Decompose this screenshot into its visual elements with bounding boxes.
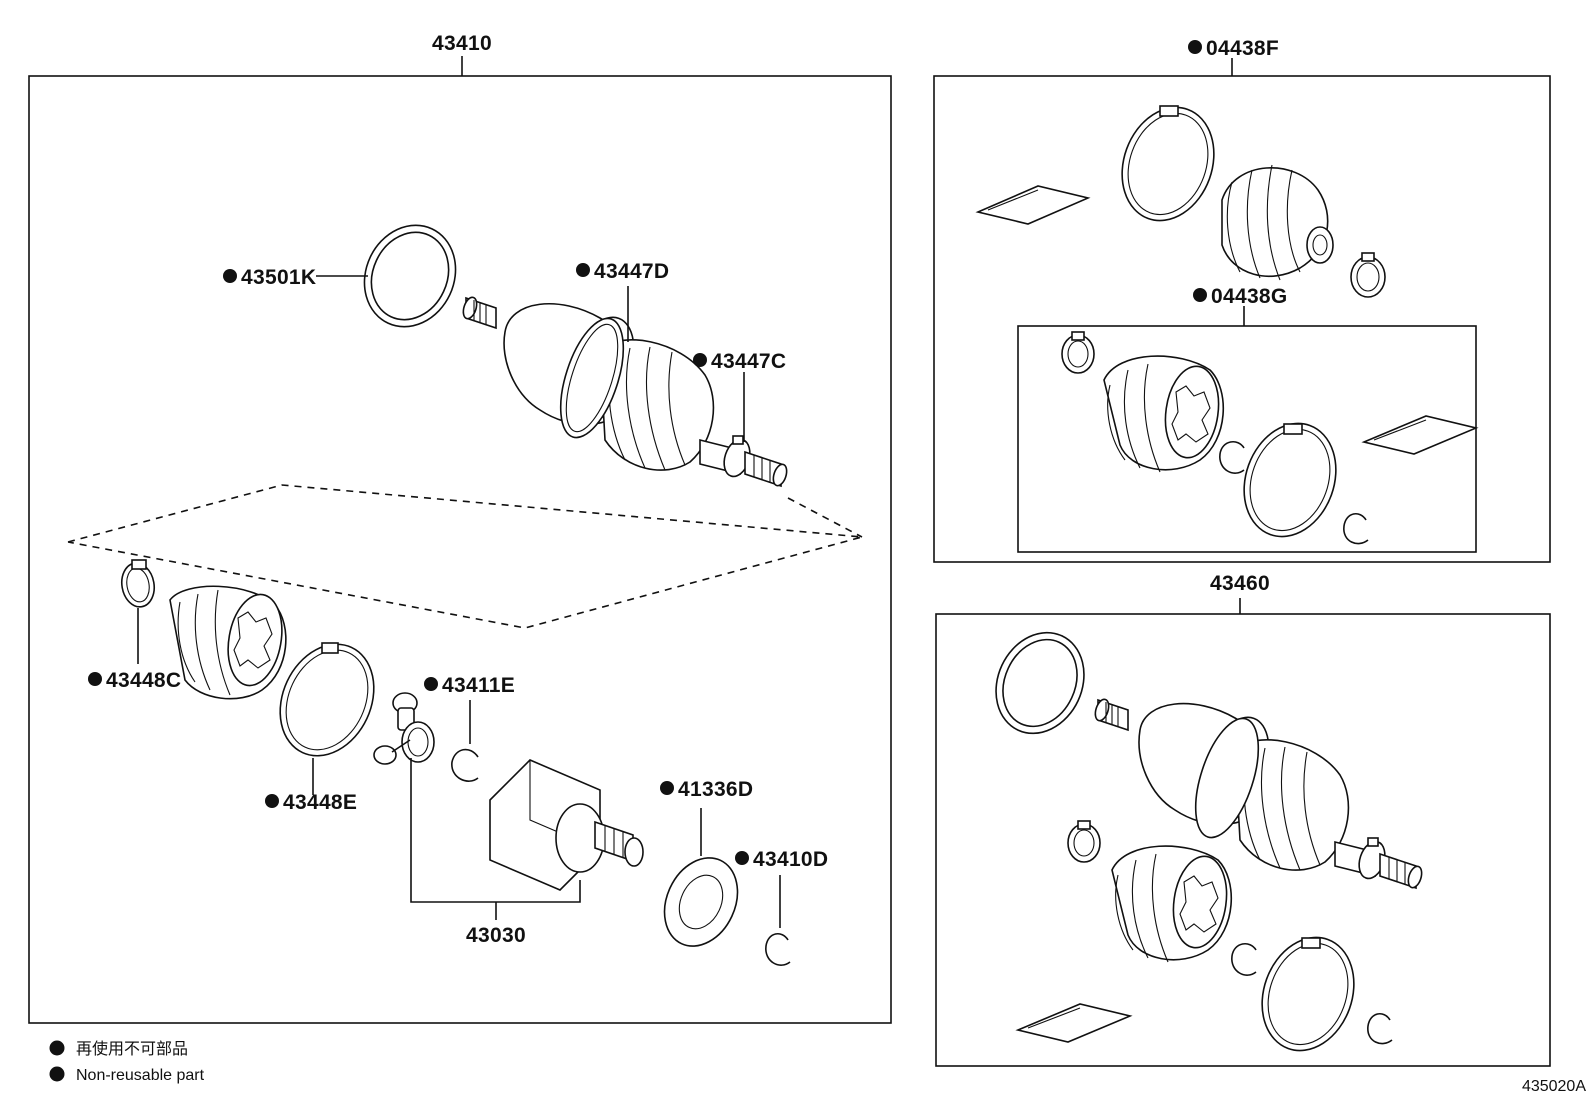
leader-43447D: 43447D [576, 260, 669, 342]
leader-43447C: 43447C [693, 350, 786, 442]
legend-text-en: Non-reusable part [76, 1067, 205, 1084]
non-reusable-marker [223, 269, 237, 283]
non-reusable-marker [576, 263, 590, 277]
frame-04438G: 04438G [1017, 285, 1477, 553]
figure-code: 435020A [1522, 1078, 1586, 1095]
non-reusable-marker [1188, 40, 1202, 54]
group-label-43460: 43460 [1210, 572, 1270, 595]
part-label-43501K: 43501K [241, 266, 316, 289]
group-label-04438F: 04438F [1206, 37, 1279, 60]
outboard-joint-assembly-alt [1094, 698, 1423, 890]
non-reusable-marker [424, 677, 438, 691]
frame-43460: 43460 [935, 572, 1551, 1067]
non-reusable-marker [1193, 288, 1207, 302]
legend-text-jp: 再使用不可部品 [76, 1040, 188, 1058]
grease-pack [975, 185, 1091, 225]
inboard-boot-alt [1111, 845, 1233, 963]
exploded-view-outline [67, 484, 863, 629]
legend: 再使用不可部品 Non-reusable part [49, 1040, 205, 1084]
non-reusable-marker [735, 851, 749, 865]
boot-clamp-small-alt [1067, 820, 1101, 863]
outboard-boot [1221, 164, 1334, 281]
snap-ring-43410D: 43410D [735, 848, 828, 966]
snap-ring-43460 [995, 631, 1085, 735]
snap-ring-43501K: 43501K [223, 224, 457, 328]
inboard-joint-housing [489, 759, 644, 891]
part-label-43030: 43030 [466, 924, 526, 947]
bracket-43030: 43030 [410, 758, 581, 947]
frame-04438F: 04438F [933, 37, 1551, 563]
snap-ring-alt1 [1231, 943, 1257, 976]
group-label-04438G: 04438G [1211, 285, 1288, 308]
boot-clamp-large-alt [1261, 936, 1355, 1052]
part-label-43448E: 43448E [283, 791, 357, 814]
non-reusable-marker [693, 353, 707, 367]
boot-clamp-small-g [1061, 331, 1095, 374]
boot-clamp-43448E: 43448E [265, 642, 375, 814]
part-label-43410D: 43410D [753, 848, 828, 871]
non-reusable-marker [265, 794, 279, 808]
boot-clamp-large [1121, 105, 1215, 222]
snap-ring-alt2 [1367, 1013, 1393, 1045]
part-label-43447C: 43447C [711, 350, 786, 373]
inboard-boot [169, 585, 287, 700]
non-reusable-marker [660, 781, 674, 795]
group-label-43410: 43410 [432, 32, 492, 55]
boot-clamp-large-g [1243, 422, 1337, 538]
part-label-43411E: 43411E [442, 674, 515, 697]
grease-pack-g [1361, 415, 1479, 455]
dust-deflector-41336D: 41336D [660, 778, 753, 947]
outboard-joint-assembly [462, 296, 788, 488]
boot-clamp-43448C: 43448C [88, 559, 181, 692]
non-reusable-marker [88, 672, 102, 686]
legend-marker-jp [49, 1040, 65, 1056]
frame-43410: 43410 [28, 32, 892, 1024]
part-label-43448C: 43448C [106, 669, 181, 692]
inboard-boot-g [1103, 355, 1225, 473]
snap-ring-g1 [1219, 441, 1245, 474]
snap-ring-g2 [1343, 513, 1369, 545]
legend-marker-en [49, 1066, 65, 1082]
part-label-43447D: 43447D [594, 260, 669, 283]
tripod-joint [373, 692, 435, 765]
part-label-41336D: 41336D [678, 778, 753, 801]
grease-pack-alt [1015, 1003, 1133, 1043]
boot-clamp-small [1350, 252, 1386, 298]
snap-ring-43411E: 43411E [424, 674, 515, 782]
